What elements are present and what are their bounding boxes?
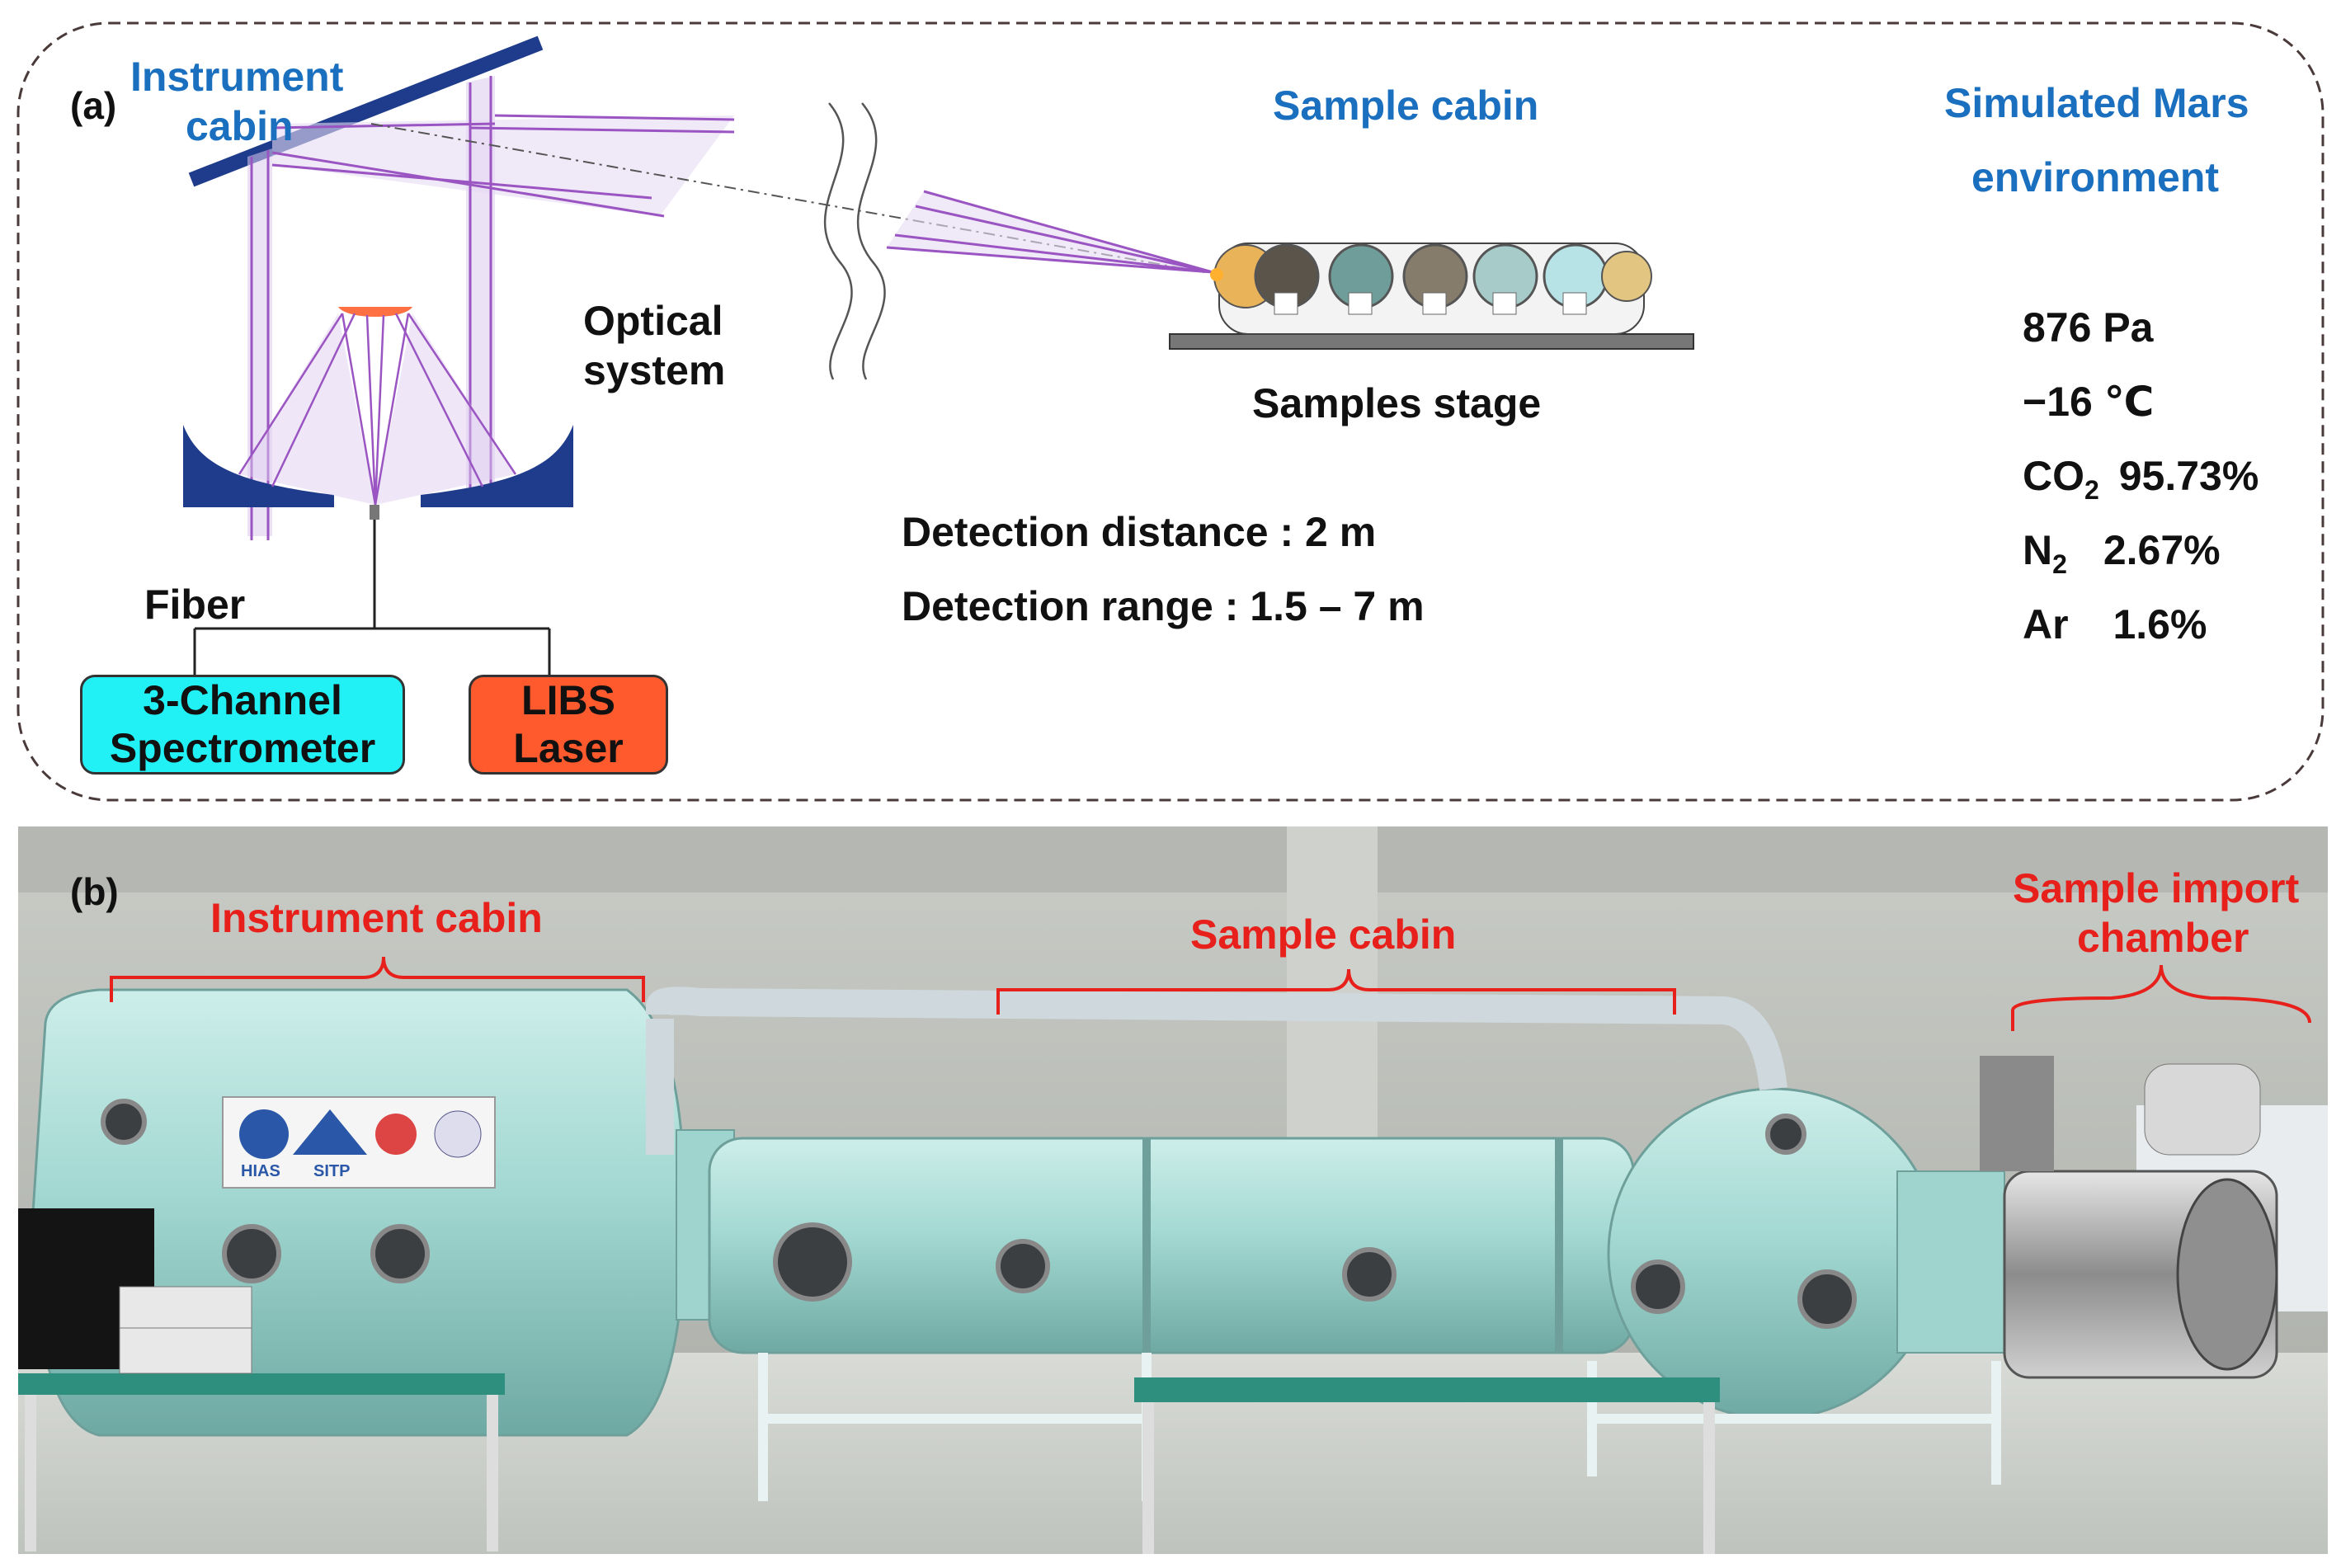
samples-stage-label: Samples stage <box>1252 380 1542 426</box>
optical-system-label-line2: system <box>583 347 726 393</box>
distance-break-symbol <box>823 102 886 380</box>
co2-row: CO2 95.73% <box>2023 455 2259 503</box>
photo-sample-import-line1: Sample import <box>2013 865 2300 911</box>
panel-b-label: (b) <box>70 870 119 913</box>
primary-mirror-right <box>421 425 573 507</box>
n2-label: N <box>2023 527 2053 573</box>
primary-mirror-left <box>183 425 334 507</box>
ar-label: Ar <box>2023 601 2069 647</box>
detection-range: Detection range : 1.5 – 7 m <box>902 583 1425 629</box>
instrument-cabin-label-line2: cabin <box>186 103 294 149</box>
spectrometer-label-line2: Spectrometer <box>109 724 376 771</box>
photo-sample-import-line2: chamber <box>2077 915 2249 961</box>
co2-sub: 2 <box>2084 475 2099 505</box>
fiber-connector <box>370 505 379 520</box>
optical-system-label-line1: Optical <box>583 298 723 344</box>
detection-distance: Detection distance : 2 m <box>902 509 1377 555</box>
samples-stage-drawing <box>1169 242 1694 350</box>
spectrometer-label-line1: 3-Channel <box>143 677 342 723</box>
instrument-cabin-label-line1: Instrument <box>130 54 344 100</box>
co2-label: CO <box>2023 453 2084 499</box>
laser-label-line1: LIBS <box>521 677 615 723</box>
ar-value: 1.6% <box>2113 601 2207 647</box>
sample-cabin-label: Sample cabin <box>1273 82 1539 129</box>
convex-mirror <box>338 307 412 317</box>
logo-text-sitp: SITP <box>313 1162 351 1180</box>
optical-beams <box>247 76 735 540</box>
n2-value: 2.67% <box>2103 527 2221 573</box>
photo-sample-cabin-label: Sample cabin <box>1190 911 1457 958</box>
panel-a-label: (a) <box>70 84 117 127</box>
panel-a-frame <box>16 21 2325 802</box>
pressure-value: 876 Pa <box>2023 304 2154 351</box>
mars-env-title-line2: environment <box>1971 154 2220 200</box>
logo-text-hias: HIAS <box>241 1162 280 1180</box>
temperature-value: −16 ℃ <box>2023 379 2155 425</box>
mars-env-title-line1: Simulated Mars <box>1944 80 2249 126</box>
laser-label-line2: Laser <box>513 724 624 771</box>
annotation-brackets <box>110 956 2311 1031</box>
telescope-beams <box>238 313 517 506</box>
co2-value: 95.73% <box>2118 453 2259 499</box>
ar-row: Ar 1.6% <box>2023 604 2207 645</box>
n2-row: N2 2.67% <box>2023 530 2221 577</box>
lab-photo <box>18 826 2328 1554</box>
fiber-lines <box>193 520 551 675</box>
fiber-label: Fiber <box>144 582 246 628</box>
n2-sub: 2 <box>2052 549 2067 579</box>
photo-instrument-cabin-label: Instrument cabin <box>210 895 543 941</box>
beam-to-sample <box>886 190 1213 274</box>
